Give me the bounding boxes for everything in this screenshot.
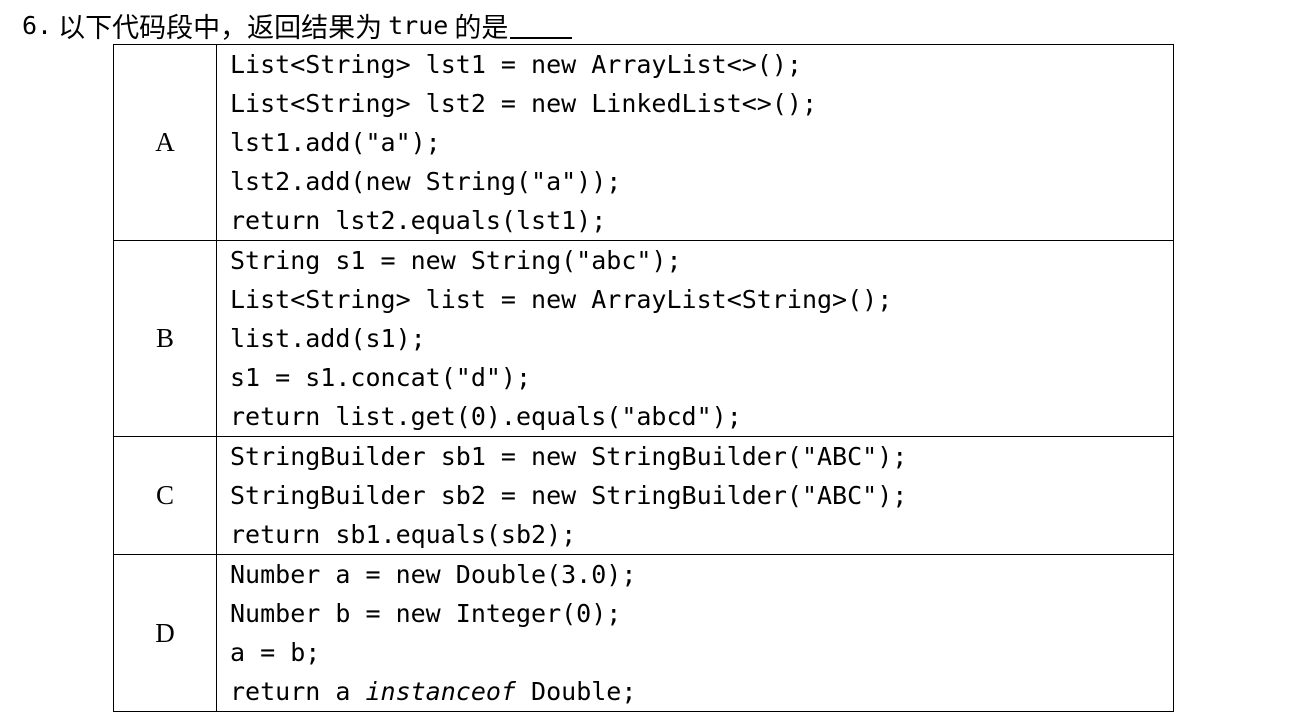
question-title: 6. 以下代码段中，返回结果为 true 的是	[22, 6, 573, 44]
answer-blank	[510, 11, 573, 39]
code-line: List<String> lst1 = new ArrayList<>();	[230, 50, 802, 79]
question-text-before: 以下代码段中，返回结果为	[58, 12, 383, 44]
code-line: s1 = s1.concat("d");	[230, 363, 532, 392]
code-line: Number a = new Double(3.0);	[230, 560, 637, 589]
code-line: return lst2.equals(lst1);	[230, 206, 607, 235]
option-code: StringBuilder sb1 = new StringBuilder("A…	[216, 436, 1174, 555]
code-line: String s1 = new String("abc");	[230, 246, 682, 275]
code-line: Number b = new Integer(0);	[230, 599, 622, 628]
options-table: A List<String> lst1 = new ArrayList<>();…	[113, 44, 1174, 712]
code-line: return a instanceof Double;	[230, 672, 1173, 711]
option-letter: B	[113, 240, 217, 437]
option-code: Number a = new Double(3.0); Number b = n…	[216, 554, 1174, 712]
code-line: List<String> list = new ArrayList<String…	[230, 285, 893, 314]
option-code: List<String> lst1 = new ArrayList<>(); L…	[216, 44, 1174, 241]
option-row-c: C StringBuilder sb1 = new StringBuilder(…	[113, 436, 1174, 555]
code-prefix: return a	[230, 677, 366, 706]
option-letter: A	[113, 44, 217, 241]
question-number: 6.	[22, 10, 53, 40]
option-code: String s1 = new String("abc"); List<Stri…	[216, 240, 1174, 437]
option-letter: C	[113, 436, 217, 555]
option-row-b: B String s1 = new String("abc"); List<St…	[113, 240, 1174, 437]
option-row-d: D Number a = new Double(3.0); Number b =…	[113, 554, 1174, 712]
code-line: List<String> lst2 = new LinkedList<>();	[230, 89, 817, 118]
code-line: a = b;	[230, 638, 321, 667]
option-row-a: A List<String> lst1 = new ArrayList<>();…	[113, 44, 1174, 241]
code-line: list.add(s1);	[230, 324, 426, 353]
code-suffix: Double;	[515, 677, 637, 706]
code-line: lst1.add("a");	[230, 128, 441, 157]
question-keyword: true	[388, 10, 449, 40]
code-line: return list.get(0).equals("abcd");	[230, 402, 742, 431]
code-line: StringBuilder sb1 = new StringBuilder("A…	[230, 442, 908, 471]
option-letter: D	[113, 554, 217, 712]
instanceof-keyword: instanceof	[365, 677, 516, 706]
code-line: return sb1.equals(sb2);	[230, 520, 577, 549]
code-line: lst2.add(new String("a"));	[230, 167, 622, 196]
question-text-after: 的是	[454, 12, 509, 44]
code-line: StringBuilder sb2 = new StringBuilder("A…	[230, 481, 908, 510]
